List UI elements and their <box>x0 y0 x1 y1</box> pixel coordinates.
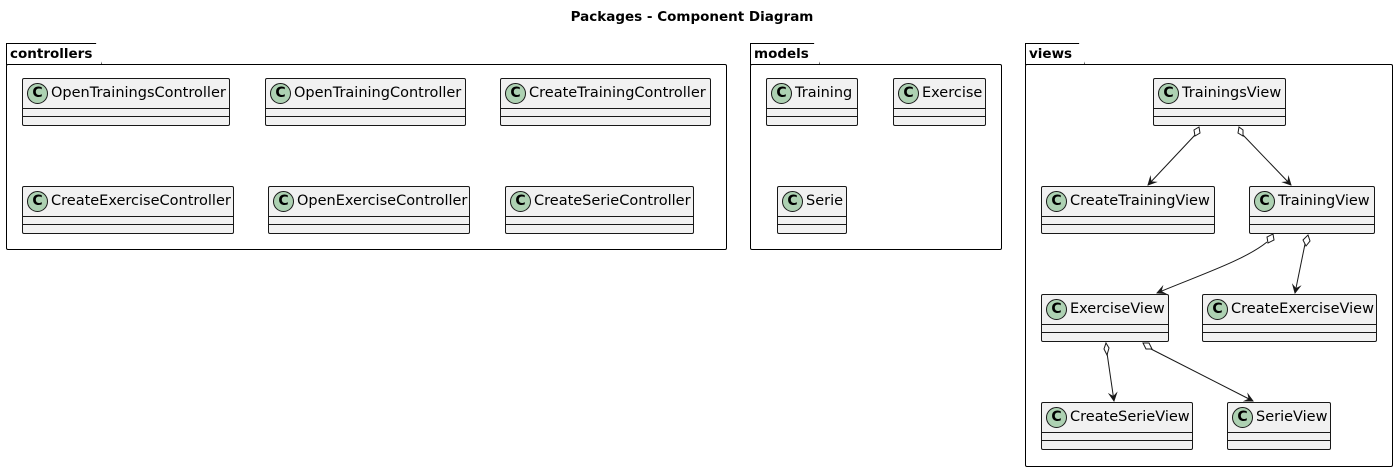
relation-exercise-serie <box>1150 348 1254 402</box>
class-name: SerieView <box>1256 409 1328 425</box>
class-name: Exercise <box>922 85 983 101</box>
class-name: OpenExerciseController <box>297 193 468 209</box>
class-badge-icon: C <box>1046 299 1067 320</box>
aggregation-diamond-icon <box>1237 126 1244 137</box>
class-name: TrainingView <box>1278 193 1370 209</box>
class-training[interactable]: C Training <box>766 78 858 126</box>
relation-training-exercise <box>1156 241 1268 295</box>
package-views <box>1025 64 1393 467</box>
class-name: CreateExerciseView <box>1231 301 1374 317</box>
class-serie[interactable]: C Serie <box>777 186 847 234</box>
aggregation-diamond-icon <box>1103 341 1110 357</box>
class-open-exercise-controller[interactable]: C OpenExerciseController <box>268 186 470 234</box>
class-name: CreateTrainingView <box>1070 193 1210 209</box>
class-badge-icon: C <box>270 83 291 104</box>
class-name: ExerciseView <box>1070 301 1165 317</box>
class-name: Training <box>795 85 853 101</box>
class-exercise-view[interactable]: C ExerciseView <box>1041 294 1169 342</box>
class-badge-icon: C <box>27 191 48 212</box>
package-label-models: models <box>754 46 809 62</box>
class-name: OpenTrainingController <box>294 85 462 101</box>
class-training-view[interactable]: C TrainingView <box>1249 186 1375 234</box>
class-exercise[interactable]: C Exercise <box>893 78 986 126</box>
class-badge-icon: C <box>510 191 531 212</box>
class-name: CreateTrainingController <box>529 85 706 101</box>
package-label-controllers: controllers <box>10 46 93 62</box>
class-badge-icon: C <box>1046 407 1067 428</box>
class-badge-icon: C <box>1232 407 1253 428</box>
relation-exercise-create-serie <box>1106 352 1118 402</box>
class-name: CreateSerieController <box>534 193 691 209</box>
class-badge-icon: C <box>771 83 792 104</box>
package-tab-views: views <box>1025 43 1085 65</box>
aggregation-diamond-icon <box>1302 234 1311 247</box>
relation-trainings-training <box>1242 134 1292 186</box>
class-badge-icon: C <box>1254 191 1275 212</box>
aggregation-diamond-icon <box>1266 233 1275 244</box>
class-badge-icon: C <box>1046 191 1067 212</box>
class-open-trainings-controller[interactable]: C OpenTrainingsController <box>22 78 230 126</box>
class-name: OpenTrainingsController <box>51 85 226 101</box>
relation-trainings-create-training <box>1147 134 1196 186</box>
package-models <box>750 64 1002 250</box>
package-label-views: views <box>1029 46 1073 62</box>
class-create-serie-controller[interactable]: C CreateSerieController <box>505 186 694 234</box>
class-create-training-view[interactable]: C CreateTrainingView <box>1041 186 1215 234</box>
class-open-training-controller[interactable]: C OpenTrainingController <box>265 78 466 126</box>
diagram-title: Packages - Component Diagram <box>570 9 814 25</box>
aggregation-diamond-icon <box>1193 126 1201 137</box>
class-trainings-view[interactable]: C TrainingsView <box>1153 78 1286 126</box>
class-name: Serie <box>806 193 844 209</box>
relation-training-create-exercise <box>1291 243 1306 294</box>
class-badge-icon: C <box>273 191 294 212</box>
class-name: CreateSerieView <box>1070 409 1190 425</box>
class-create-training-controller[interactable]: C CreateTrainingController <box>500 78 711 126</box>
class-name: TrainingsView <box>1182 85 1282 101</box>
class-badge-icon: C <box>1207 299 1228 320</box>
class-name: CreateExerciseController <box>51 193 231 209</box>
class-badge-icon: C <box>505 83 526 104</box>
class-create-exercise-controller[interactable]: C CreateExerciseController <box>22 186 234 234</box>
aggregation-diamond-icon <box>1142 342 1153 350</box>
package-tab-controllers: controllers <box>6 43 102 65</box>
package-controllers <box>6 64 727 250</box>
class-serie-view[interactable]: C SerieView <box>1227 402 1331 450</box>
class-badge-icon: C <box>27 83 48 104</box>
class-create-exercise-view[interactable]: C CreateExerciseView <box>1202 294 1377 342</box>
package-tab-models: models <box>750 43 820 65</box>
class-create-serie-view[interactable]: C CreateSerieView <box>1041 402 1193 450</box>
class-badge-icon: C <box>782 191 803 212</box>
class-badge-icon: C <box>898 83 919 104</box>
class-badge-icon: C <box>1158 83 1179 104</box>
